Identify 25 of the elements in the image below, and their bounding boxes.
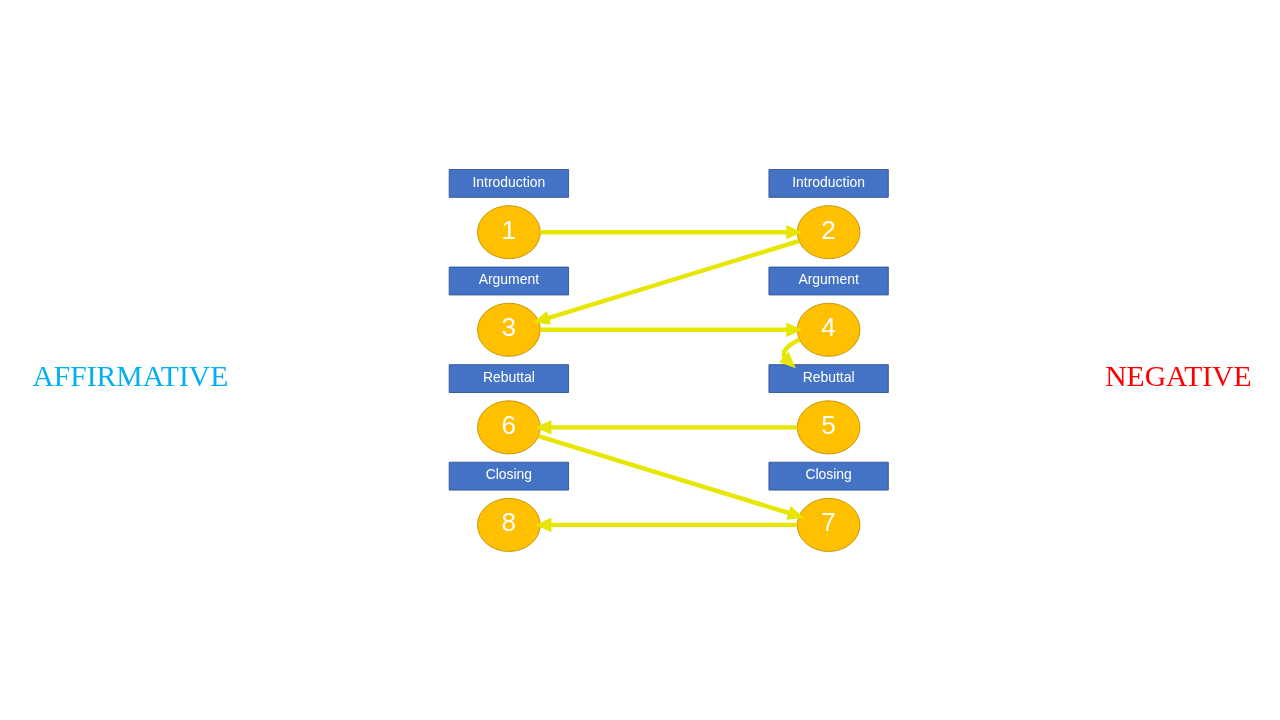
arrow <box>535 517 798 532</box>
node-box: Introduction <box>448 168 569 198</box>
arrow <box>540 322 803 337</box>
node-ellipse: 8 <box>477 497 541 552</box>
node-ellipse: 3 <box>477 302 541 357</box>
node-box: Argument <box>768 266 889 295</box>
node-ellipse: 1 <box>477 204 541 259</box>
arrow <box>778 337 801 368</box>
node-box: Introduction <box>768 168 889 198</box>
arrow <box>540 224 803 239</box>
arrow <box>535 419 798 434</box>
node-ellipse: 5 <box>796 399 861 454</box>
node-ellipse: 4 <box>796 302 861 357</box>
label: AFFIRMATIVE <box>32 359 229 392</box>
node-box: Rebuttal <box>448 363 569 393</box>
node-ellipse: 2 <box>796 204 861 259</box>
node-ellipse: 6 <box>477 399 541 454</box>
label: NEGATIVE <box>1105 359 1252 392</box>
node-box: Closing <box>448 461 569 491</box>
node-ellipse: 7 <box>796 497 861 552</box>
node-box: Argument <box>448 266 569 295</box>
arrow <box>537 433 804 520</box>
node-box: Closing <box>768 461 889 491</box>
arrow <box>533 238 800 325</box>
node-box: Rebuttal <box>768 363 889 393</box>
